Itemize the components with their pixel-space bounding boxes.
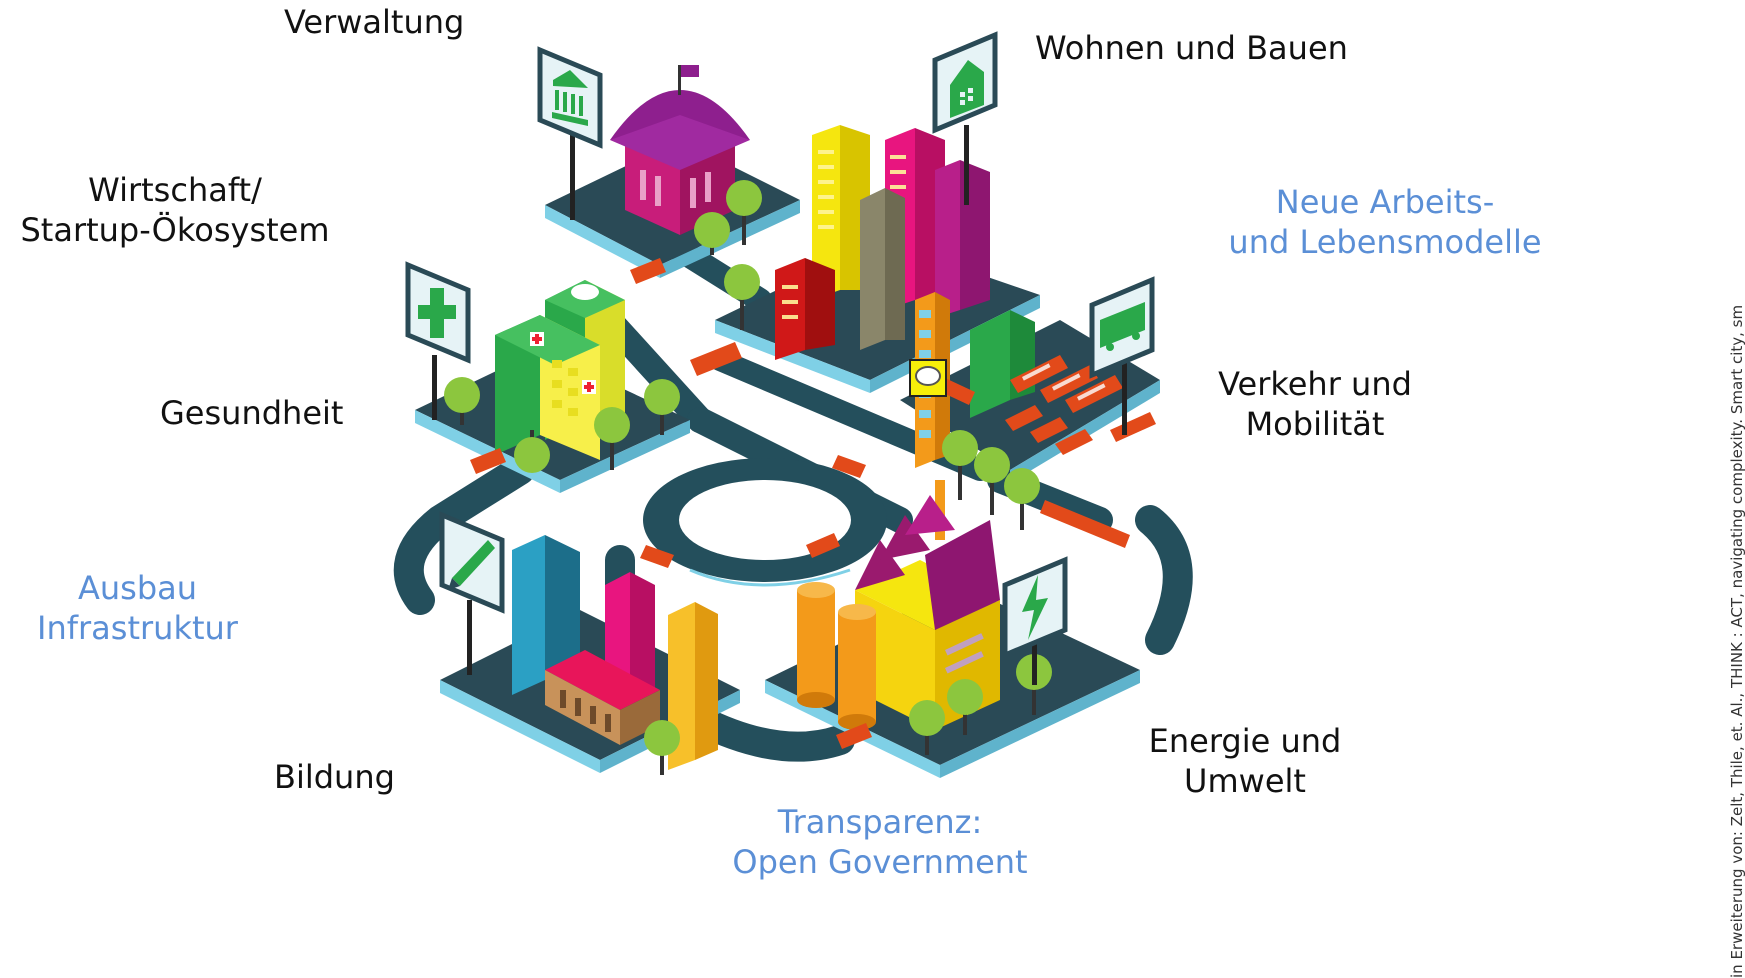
- school-district: [512, 535, 718, 770]
- speech-bubble-marker: [909, 359, 947, 397]
- label-transparenz-line1: Transparenz:: [777, 803, 983, 841]
- medical-cross-icon: [418, 288, 456, 338]
- label-transparenz: Transparenz: Open Government: [705, 802, 1055, 882]
- label-wirtschaft-line1: Wirtschaft/: [88, 171, 262, 209]
- label-verkehr-mobilitaet: Verkehr und Mobilität: [1190, 364, 1440, 444]
- label-verkehr-line2: Mobilität: [1245, 405, 1385, 443]
- sign-wohnen: [932, 31, 998, 205]
- label-neue-arbeitsmodelle: Neue Arbeits- und Lebensmodelle: [1205, 182, 1565, 262]
- sign-bildung: [439, 511, 505, 675]
- sign-verwaltung: [537, 46, 603, 220]
- bus-icon: [1100, 302, 1145, 351]
- transport-district: [915, 292, 1156, 548]
- lightning-icon: [1022, 575, 1048, 640]
- residential-towers: [775, 125, 990, 360]
- city-hall-building: [610, 65, 750, 235]
- sign-gesundheit: [405, 261, 471, 420]
- label-energie-line1: Energie und: [1148, 722, 1342, 760]
- label-verkehr-line1: Verkehr und: [1218, 365, 1412, 403]
- hospital-building: [495, 280, 625, 460]
- house-icon: [950, 60, 984, 118]
- factory-district: [797, 480, 1000, 730]
- label-wirtschaft-line2: Startup-Ökosystem: [20, 211, 330, 249]
- label-ausbau-line1: Ausbau: [77, 569, 198, 607]
- label-gesundheit: Gesundheit: [160, 394, 344, 432]
- label-neue-line2: und Lebensmodelle: [1228, 223, 1542, 261]
- label-transparenz-line2: Open Government: [732, 843, 1028, 881]
- cars: [470, 258, 975, 749]
- source-note: in Erweiterung von: Zelt, Thile, et. Al.…: [1728, 10, 1745, 978]
- label-neue-line1: Neue Arbeits-: [1275, 183, 1495, 221]
- label-wohnen-bauen: Wohnen und Bauen: [1035, 29, 1348, 67]
- government-building-icon: [552, 70, 588, 126]
- sign-energie: [1002, 556, 1068, 685]
- label-ausbau-infrastruktur: Ausbau Infrastruktur: [20, 568, 255, 648]
- label-energie-umwelt: Energie und Umwelt: [1130, 721, 1360, 801]
- pencil-icon: [448, 540, 495, 590]
- sign-verkehr: [1089, 276, 1155, 435]
- label-energie-line2: Umwelt: [1184, 762, 1306, 800]
- label-wirtschaft: Wirtschaft/ Startup-Ökosystem: [0, 170, 350, 250]
- roundabout: [643, 458, 887, 587]
- source-note-text: in Erweiterung von: Zelt, Thile, et. Al.…: [1728, 304, 1745, 978]
- label-verwaltung: Verwaltung: [284, 3, 465, 41]
- trees: [444, 180, 1052, 775]
- label-bildung: Bildung: [274, 758, 395, 796]
- label-ausbau-line2: Infrastruktur: [37, 609, 238, 647]
- speech-bubble-icon: [915, 366, 941, 386]
